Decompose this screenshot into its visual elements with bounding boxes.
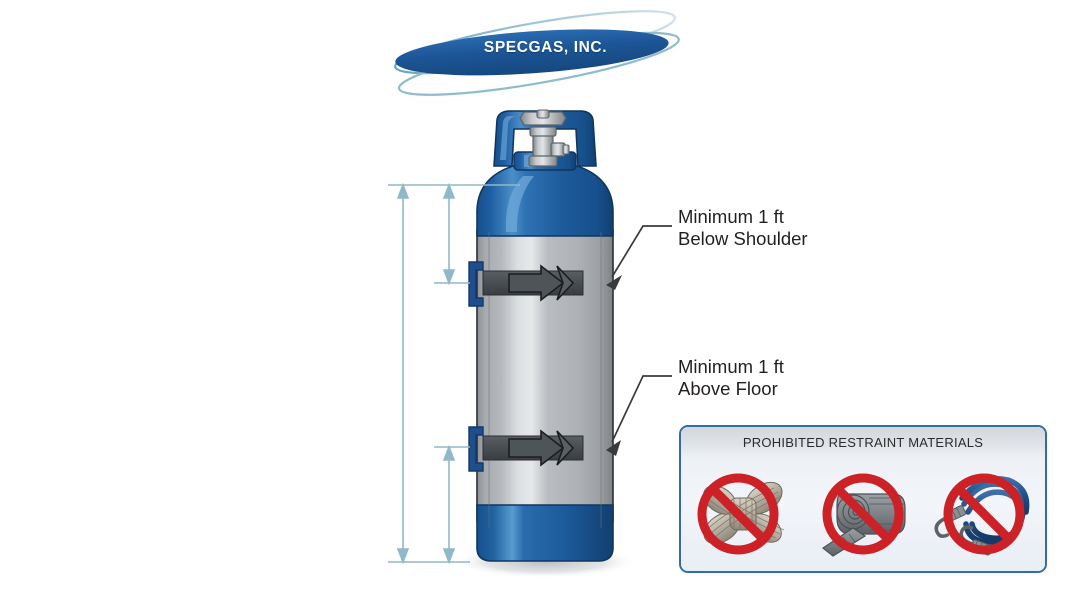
upper-strap-arrow [508, 264, 565, 302]
lower-wall-bracket [468, 426, 484, 472]
callout-arrowheads [606, 275, 622, 456]
prohibited-panel-body [681, 457, 1045, 571]
prohibited-item-rope [686, 462, 798, 566]
bungee-cord-icon [934, 473, 1030, 556]
lower-restraint-strap [468, 426, 584, 472]
dim-inner-lower-arrow-bottom [442, 548, 456, 565]
valve-collar [528, 155, 558, 167]
leader-arrow-above-floor [606, 440, 621, 456]
upper-restraint-strap [468, 261, 584, 307]
logo-ellipse [395, 29, 669, 76]
dim-inner-lower-arrow-top [442, 444, 456, 461]
dim-inner-upper-arrow-bottom [442, 269, 456, 286]
leader-below-shoulder [611, 225, 672, 278]
leader-above-floor [611, 375, 672, 443]
callout-leaders [611, 225, 672, 443]
prohibited-item-strap [807, 462, 919, 566]
handle-highlight [500, 116, 516, 160]
dim-outer-arrow-bottom [396, 548, 410, 565]
valve-packing-nut [529, 126, 557, 137]
valve-handwheel-hub [536, 109, 550, 119]
lower-strap-arrow-tip [556, 430, 575, 466]
upper-wall-bracket [468, 261, 484, 307]
dim-inner-upper-arrow-top [442, 182, 456, 199]
dim-outer-arrow-top [396, 182, 410, 199]
cylinder-valve [519, 109, 570, 167]
gas-cylinder [476, 109, 614, 562]
webbing-strap-coil-icon [821, 473, 906, 557]
rope-coil-icon [697, 473, 784, 555]
callout-above-floor: Minimum 1 ft Above Floor [678, 356, 784, 400]
callout-below-shoulder-line2: Below Shoulder [678, 228, 808, 249]
prohibited-panel-header: PROHIBITED RESTRAINT MATERIALS [681, 427, 1045, 457]
cylinder-handle-guard [493, 110, 597, 167]
cylinder-base [476, 504, 614, 562]
prohibited-panel-title: PROHIBITED RESTRAINT MATERIALS [742, 434, 984, 450]
lower-strap-arrow [508, 429, 565, 467]
callout-above-floor-line2: Above Floor [678, 378, 778, 399]
logo-graphic [394, 10, 680, 96]
dimension-lines [388, 182, 520, 565]
cylinder-shoulder [476, 165, 614, 237]
prohibited-restraints-panel: PROHIBITED RESTRAINT MATERIALS [679, 425, 1047, 573]
upper-strap-arrow-tip [556, 265, 575, 301]
prohibition-symbol [822, 473, 904, 555]
prohibition-symbol [697, 473, 779, 555]
callout-above-floor-line1: Minimum 1 ft [678, 356, 784, 377]
leader-arrow-below-shoulder [606, 275, 622, 290]
shoulder-highlight [505, 176, 534, 232]
callout-below-shoulder-line1: Minimum 1 ft [678, 206, 784, 227]
callout-below-shoulder: Minimum 1 ft Below Shoulder [678, 206, 808, 250]
valve-outlet-cap [562, 144, 570, 155]
prohibited-item-bungee [928, 462, 1040, 566]
prohibition-symbol [943, 473, 1025, 555]
